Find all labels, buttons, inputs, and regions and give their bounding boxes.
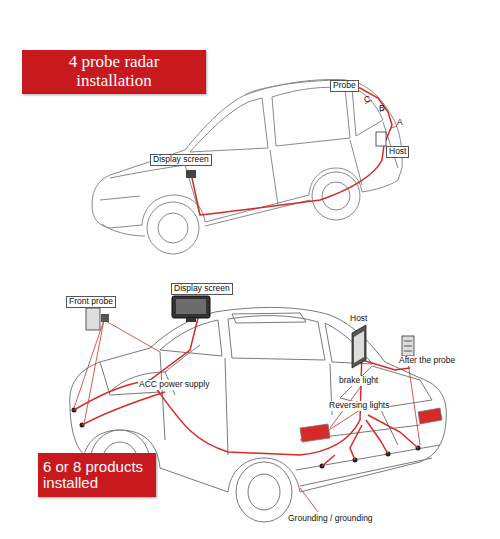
display-glass xyxy=(176,299,206,314)
part-label: Host xyxy=(350,314,367,324)
car-windows xyxy=(190,87,383,152)
rear-rim xyxy=(322,182,350,210)
rear-rim xyxy=(248,474,280,510)
part-label: After the probe xyxy=(398,356,456,366)
part-label: brake light xyxy=(338,376,379,386)
host-icon xyxy=(352,325,366,368)
part-label: Probe xyxy=(330,80,359,92)
leader-line xyxy=(74,320,160,424)
host-face xyxy=(354,331,364,363)
car-sunroof xyxy=(232,313,306,323)
front-wheel xyxy=(147,202,199,254)
banner-text: 4 probe radar installation xyxy=(30,53,198,90)
display-stand xyxy=(186,318,196,322)
front-rim xyxy=(158,213,188,243)
front-probe-icon xyxy=(86,308,109,330)
rear-wheel xyxy=(236,462,292,522)
part-label: Reversing lights xyxy=(328,401,390,411)
part-label: ACC power supply xyxy=(138,380,210,390)
part-label: Front probe xyxy=(66,296,116,308)
host-unit xyxy=(352,325,366,368)
display-icon xyxy=(172,296,210,322)
leader-line xyxy=(300,488,318,512)
car-door-lines xyxy=(100,352,332,455)
banner-text: 6 or 8 products installed xyxy=(43,459,151,492)
wire xyxy=(192,145,384,215)
top-wiring xyxy=(192,88,397,215)
wire xyxy=(322,415,418,466)
probe-head xyxy=(101,314,109,322)
after-probe-icon xyxy=(402,336,414,356)
display-unit xyxy=(186,170,196,178)
part-label: A xyxy=(397,118,403,128)
car-trunk xyxy=(300,366,432,445)
part-label: C xyxy=(364,95,370,105)
probe-grille xyxy=(404,341,412,351)
car-body xyxy=(92,80,402,228)
probe-module xyxy=(402,336,414,356)
car-bumper xyxy=(296,445,440,486)
leader-line xyxy=(365,100,397,128)
probe-module xyxy=(86,308,100,330)
title-banner: 6 or 8 products installed xyxy=(38,453,156,497)
host-unit xyxy=(376,132,386,146)
rear-wheel xyxy=(312,172,360,220)
tail-light xyxy=(300,424,330,442)
leader-line xyxy=(326,410,360,432)
part-label: B xyxy=(379,104,385,114)
top-car xyxy=(92,80,402,254)
wire xyxy=(82,392,165,425)
display-screen-icon xyxy=(172,296,210,318)
part-label: Display screen xyxy=(171,283,233,295)
car-hood-lines xyxy=(100,122,398,215)
tail-lights xyxy=(300,408,442,442)
part-label: Grounding / grounding xyxy=(287,514,374,524)
title-banner: 4 probe radar installation xyxy=(22,50,206,94)
part-label: Host xyxy=(386,146,409,158)
leader-line xyxy=(408,362,420,445)
part-label: Display screen xyxy=(150,154,212,166)
tail-light xyxy=(418,408,442,424)
